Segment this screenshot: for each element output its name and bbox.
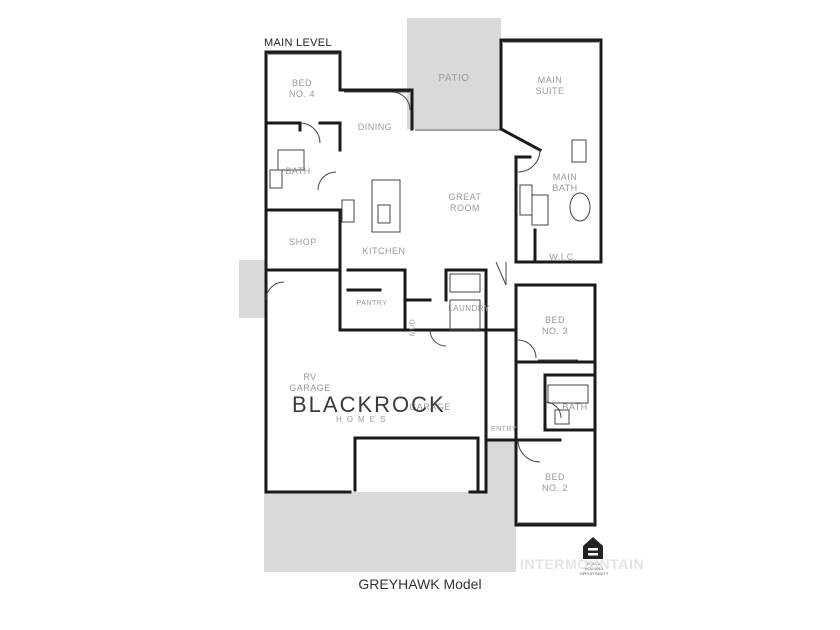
room-label-patio: PATIO bbox=[438, 73, 470, 84]
walls bbox=[264, 38, 603, 527]
equal-housing-text: EQUAL HOUSING OPPORTUNITY bbox=[579, 561, 609, 576]
brand-logo: BLACKROCK bbox=[292, 392, 446, 417]
room-label-mud: MUD bbox=[409, 318, 417, 337]
room-label-laundry: LAUNDRY bbox=[448, 304, 490, 313]
room-label-shop: SHOP bbox=[289, 237, 317, 247]
side-slab bbox=[239, 260, 266, 318]
room-label-dining: DINING bbox=[357, 122, 393, 132]
front-walk-gap bbox=[486, 440, 516, 572]
room-label-wic: W.I.C. bbox=[549, 252, 577, 262]
brand-logo-sub: HOMES bbox=[336, 415, 391, 424]
room-label-kitchen: KITCHEN bbox=[362, 246, 406, 256]
room-label-entry: ENTRY bbox=[490, 426, 518, 433]
room-label-bath: BATH bbox=[285, 166, 311, 176]
equal-housing-icon bbox=[583, 537, 603, 559]
garage-interior bbox=[266, 270, 486, 492]
room-label-pantry: PANTRY bbox=[356, 300, 388, 307]
watermark: INTERMOUNTAIN bbox=[520, 556, 645, 572]
model-name: GREYHAWK Model bbox=[358, 576, 482, 592]
fixtures bbox=[265, 41, 599, 524]
patio-slab bbox=[407, 18, 501, 129]
level-label: MAIN LEVEL bbox=[264, 37, 332, 49]
room-label-bath-2: BATH bbox=[562, 402, 588, 412]
room-label-garage: GARAGE bbox=[409, 402, 451, 412]
